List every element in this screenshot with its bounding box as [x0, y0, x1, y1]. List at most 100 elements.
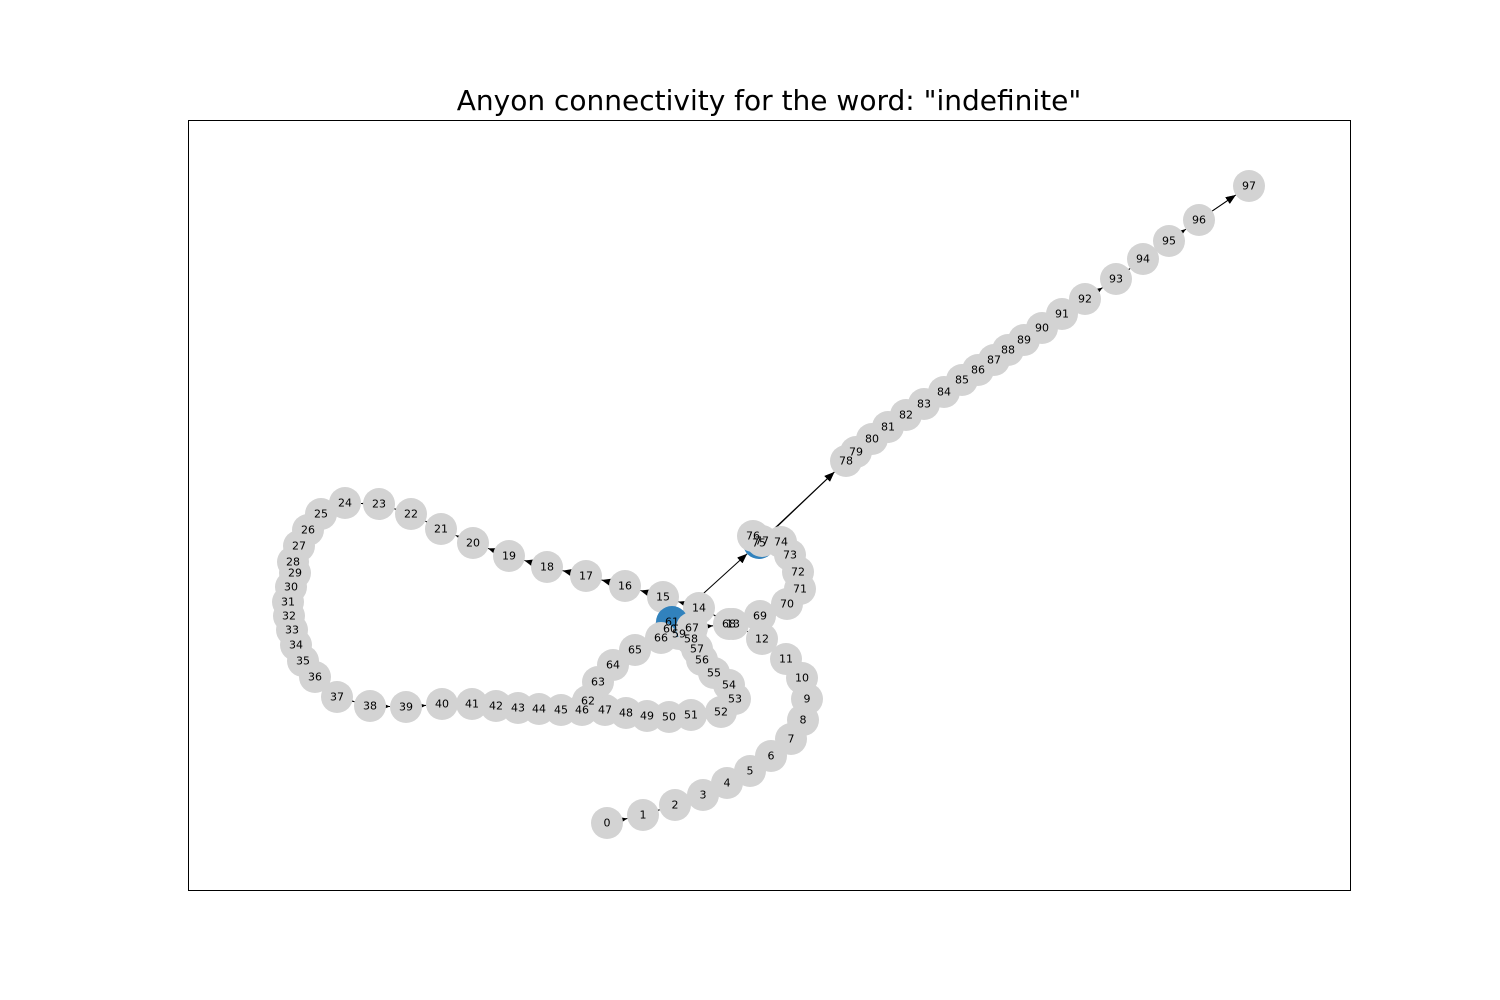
node-77: [746, 525, 778, 557]
node-label-8: 8: [800, 714, 807, 727]
node-68: [713, 608, 745, 640]
node-label-29: 29: [288, 567, 302, 580]
node-label-78: 78: [839, 455, 853, 468]
node-label-55: 55: [707, 667, 721, 680]
node-label-51: 51: [684, 709, 698, 722]
node-2: [659, 789, 691, 821]
node-label-83: 83: [917, 398, 931, 411]
node-67: [676, 612, 708, 644]
node-label-42: 42: [489, 700, 503, 713]
node-label-59: 59: [672, 628, 686, 641]
node-label-97: 97: [1242, 180, 1256, 193]
node-label-54: 54: [722, 679, 736, 692]
node-18: [531, 551, 563, 583]
node-label-28: 28: [286, 556, 300, 569]
node-label-49: 49: [640, 710, 654, 723]
edge-37-38: [343, 695, 355, 704]
node-label-95: 95: [1162, 235, 1176, 248]
node-label-34: 34: [289, 639, 303, 652]
node-65: [619, 634, 651, 666]
node-label-90: 90: [1035, 322, 1049, 335]
node-label-12: 12: [755, 633, 769, 646]
node-label-37: 37: [330, 691, 344, 704]
node-label-5: 5: [747, 765, 754, 778]
node-label-38: 38: [363, 700, 377, 713]
node-label-94: 94: [1136, 253, 1150, 266]
edge-95-96: [1175, 228, 1187, 239]
edge-20-21: [455, 534, 467, 544]
edge-92-93: [1091, 287, 1103, 297]
node-label-26: 26: [301, 524, 315, 537]
node-label-31: 31: [281, 596, 295, 609]
node-label-84: 84: [937, 386, 951, 399]
node-label-18: 18: [540, 561, 554, 574]
node-label-4: 4: [724, 777, 731, 790]
node-92: [1069, 283, 1101, 315]
node-label-71: 71: [793, 583, 807, 596]
node-36: [299, 661, 331, 693]
node-label-57: 57: [690, 643, 704, 656]
node-label-92: 92: [1078, 293, 1092, 306]
node-label-35: 35: [296, 655, 310, 668]
node-label-3: 3: [700, 789, 707, 802]
node-39: [390, 691, 422, 723]
node-label-10: 10: [795, 672, 809, 685]
node-label-65: 65: [628, 644, 642, 657]
node-11: [770, 643, 802, 675]
node-41: [456, 688, 488, 720]
node-51: [675, 699, 707, 731]
node-93: [1100, 263, 1132, 295]
node-label-96: 96: [1192, 214, 1206, 227]
node-label-50: 50: [662, 711, 676, 724]
node-label-6: 6: [768, 750, 775, 763]
node-label-11: 11: [779, 653, 793, 666]
edge-17-18: [562, 568, 574, 577]
node-1: [627, 799, 659, 831]
node-label-17: 17: [579, 570, 593, 583]
node-label-72: 72: [791, 566, 805, 579]
node-label-80: 80: [865, 433, 879, 446]
node-label-43: 43: [511, 702, 525, 715]
node-label-22: 22: [404, 508, 418, 521]
node-label-77: 77: [755, 535, 769, 548]
node-label-74: 74: [774, 536, 788, 549]
node-label-67: 67: [685, 622, 699, 635]
edge-19-20: [487, 547, 499, 556]
node-label-30: 30: [284, 581, 298, 594]
node-label-69: 69: [753, 610, 767, 623]
node-96: [1183, 204, 1215, 236]
node-label-19: 19: [502, 550, 516, 563]
node-19: [493, 540, 525, 572]
node-label-1: 1: [640, 809, 647, 822]
node-label-7: 7: [788, 733, 795, 746]
edge-0-1: [616, 816, 628, 825]
node-label-82: 82: [899, 409, 913, 422]
node-label-33: 33: [285, 624, 299, 637]
node-label-66: 66: [654, 632, 668, 645]
node-label-9: 9: [804, 693, 811, 706]
edge-18-19: [524, 559, 536, 568]
node-24: [329, 487, 361, 519]
node-label-79: 79: [849, 446, 863, 459]
node-label-56: 56: [695, 654, 709, 667]
edge-14-15: [678, 600, 690, 609]
edge-67-68: [702, 622, 714, 631]
node-37: [321, 681, 353, 713]
node-label-24: 24: [338, 497, 352, 510]
edge-96-97: [1211, 194, 1237, 212]
node-38: [354, 690, 386, 722]
node-label-93: 93: [1109, 273, 1123, 286]
node-label-27: 27: [292, 540, 306, 553]
node-label-58: 58: [684, 633, 698, 646]
node-label-88: 88: [1001, 344, 1015, 357]
node-20: [457, 527, 489, 559]
edge-93-94: [1119, 268, 1131, 278]
node-label-0: 0: [604, 817, 611, 830]
node-16: [609, 570, 641, 602]
node-69: [744, 600, 776, 632]
node-label-62: 62: [581, 695, 595, 708]
node-label-73: 73: [783, 549, 797, 562]
nodes-layer: 0123456789101112131415161718192021222324…: [272, 170, 1265, 839]
edge-75-78: [770, 471, 835, 533]
node-label-41: 41: [465, 698, 479, 711]
